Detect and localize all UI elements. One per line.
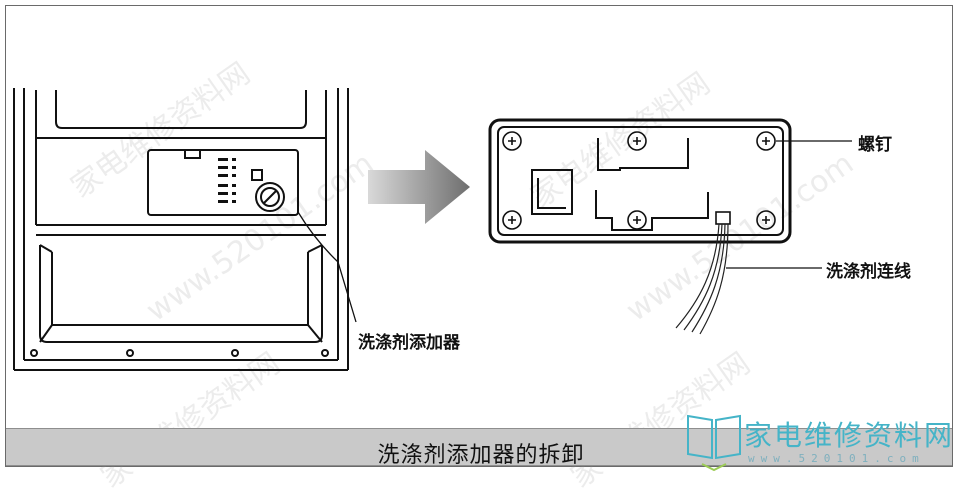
dispenser-rear — [488, 118, 792, 244]
site-logo: 家电维修资料网 www.520101.com — [684, 410, 958, 472]
screws — [502, 131, 776, 230]
wires — [675, 223, 729, 335]
dispenser-leader — [297, 211, 357, 323]
screw-label: 螺钉 — [858, 135, 892, 155]
logo-url: www.520101.com — [748, 452, 925, 465]
book-icon — [687, 414, 741, 472]
wire-connector — [715, 211, 731, 225]
caption-bar — [6, 428, 952, 466]
dispenser-details — [218, 158, 236, 203]
logo-text: 家电维修资料网 — [744, 419, 955, 452]
dispenser-cap — [251, 169, 285, 212]
figure-caption: 洗涤剂添加器的拆卸 — [377, 443, 585, 468]
disassembly-diagram — [13, 88, 852, 371]
direction-arrow — [368, 150, 470, 224]
dispenser-label: 洗涤剂添加器 — [358, 333, 460, 353]
wire-label: 洗涤剂连线 — [826, 262, 911, 282]
door-holes — [30, 349, 329, 357]
door-panel — [13, 88, 349, 371]
